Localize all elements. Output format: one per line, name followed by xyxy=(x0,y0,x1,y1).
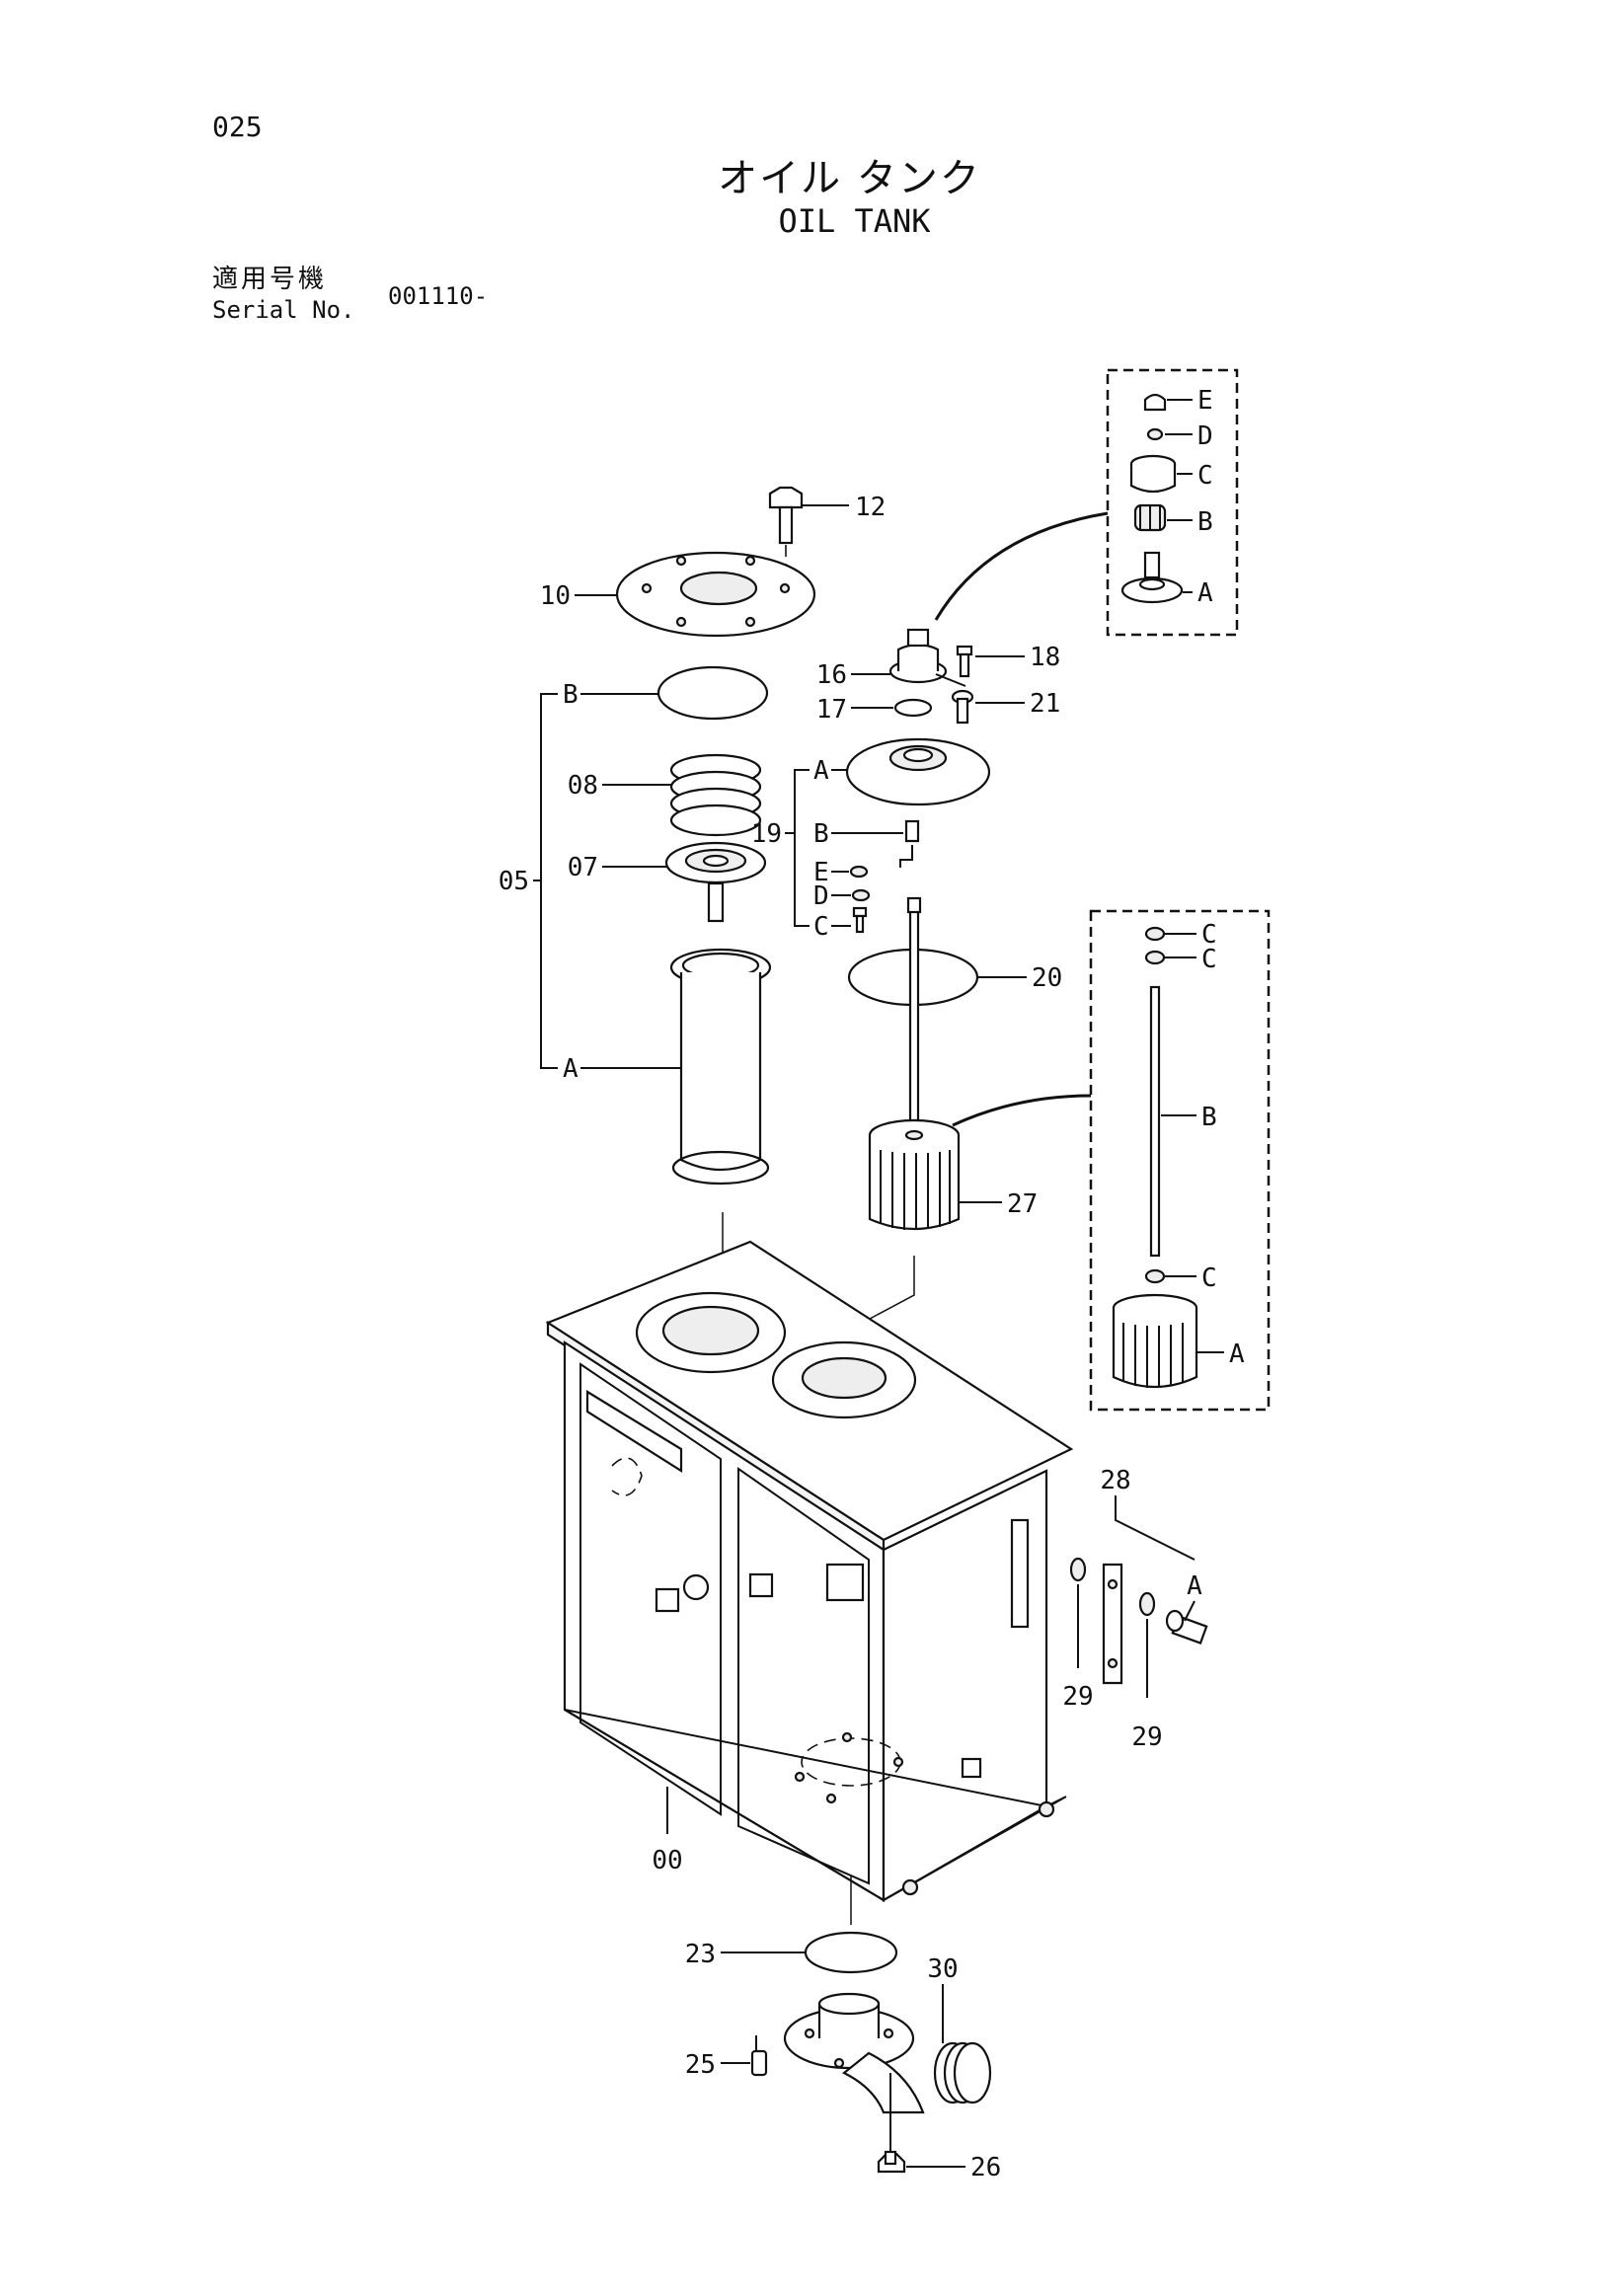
callout-25: 25 xyxy=(685,2050,716,2080)
inset-strainer-label-c1: C xyxy=(1201,920,1217,950)
part-05-filter-assembly xyxy=(533,665,772,1186)
part-19a-cover xyxy=(845,737,991,806)
inset-breather-leader xyxy=(934,511,1109,621)
callout-19-e: E xyxy=(813,858,829,887)
callout-19-d: D xyxy=(813,881,829,911)
part-19e-washer xyxy=(849,865,869,879)
serial-label-jp: 適用号機 xyxy=(212,265,328,294)
callout-08: 08 xyxy=(568,771,598,801)
part-17-o-ring xyxy=(893,698,933,718)
part-26-bolt xyxy=(877,2073,965,2174)
callout-23: 23 xyxy=(685,1940,716,1969)
callout-28: 28 xyxy=(1100,1466,1130,1495)
inset-strainer-label-b: B xyxy=(1201,1103,1217,1132)
callout-21: 21 xyxy=(1030,689,1060,719)
callout-19-b: B xyxy=(813,819,829,849)
part-21-bolt xyxy=(951,689,1025,725)
part-07-valve xyxy=(602,841,767,923)
callout-19-a: A xyxy=(813,756,829,786)
inset-breather-label-a: A xyxy=(1197,578,1213,608)
part-19b-bracket xyxy=(904,819,920,843)
callout-07: 07 xyxy=(568,853,598,882)
callout-29-a: 29 xyxy=(1062,1682,1093,1712)
part-19d-washer xyxy=(851,888,871,902)
inset-strainer-element xyxy=(1112,1308,1198,1389)
part-08-spring xyxy=(602,753,762,837)
callout-05: 05 xyxy=(499,867,529,896)
part-18-screw xyxy=(956,645,1025,678)
callout-30: 30 xyxy=(927,1954,958,1984)
callout-00: 00 xyxy=(652,1846,682,1875)
callout-05-a: A xyxy=(563,1054,579,1084)
callout-19: 19 xyxy=(751,819,782,849)
serial-label-en: Serial No. xyxy=(212,296,355,324)
callout-17: 17 xyxy=(816,695,847,725)
page-title-jp: オイル タンク xyxy=(718,156,981,201)
inset-strainer-label-c2: C xyxy=(1201,945,1217,974)
part-29-washer xyxy=(1069,1557,1156,1698)
inset-breather: E D C B A xyxy=(1106,368,1239,637)
inset-strainer: C C B C A xyxy=(1089,909,1271,1412)
inset-breather-part-d xyxy=(1146,427,1164,441)
page-number: 025 xyxy=(212,111,263,143)
part-00-tank-body xyxy=(545,1240,1074,1902)
inset-strainer-frame xyxy=(1089,909,1271,1412)
callout-10: 10 xyxy=(540,581,571,611)
inset-strainer-rod xyxy=(1149,985,1161,1258)
callout-20: 20 xyxy=(1032,963,1062,993)
part-30-suction-flange xyxy=(783,1984,992,2114)
callout-12: 12 xyxy=(855,493,886,522)
callout-29-b: 29 xyxy=(1131,1722,1162,1752)
inset-strainer-label-c3: C xyxy=(1201,1263,1217,1293)
inset-breather-part-a xyxy=(1143,551,1161,579)
inset-breather-frame xyxy=(1106,368,1239,637)
inset-breather-part-c xyxy=(1129,464,1177,494)
part-05a-filter-element xyxy=(580,948,772,1186)
part-25-plug xyxy=(721,2035,768,2077)
callout-18: 18 xyxy=(1030,643,1060,672)
inset-breather-label-c: C xyxy=(1197,461,1213,491)
part-10-cover-plate xyxy=(575,551,816,638)
inset-breather-label-d: D xyxy=(1197,421,1213,451)
part-19-cover-assembly xyxy=(785,737,991,934)
part-16-breather xyxy=(851,628,966,687)
inset-breather-part-e xyxy=(1143,393,1167,412)
callout-19-c: C xyxy=(813,912,829,942)
part-27-strainer xyxy=(868,896,1002,1231)
part-12-bolt xyxy=(768,486,849,574)
callout-28-a: A xyxy=(1187,1571,1202,1601)
callout-27: 27 xyxy=(1007,1189,1038,1219)
part-28-bracket xyxy=(1102,1495,1208,1685)
callout-16: 16 xyxy=(816,660,847,690)
inset-strainer-label-a: A xyxy=(1229,1339,1245,1369)
part-05b-o-ring xyxy=(656,665,769,721)
part-23-gasket xyxy=(804,1931,898,1974)
page-title-en: OIL TANK xyxy=(778,202,931,240)
callout-05-b: B xyxy=(563,680,579,710)
callout-26: 26 xyxy=(970,2153,1001,2182)
serial-value: 001110- xyxy=(388,282,489,310)
inset-breather-label-e: E xyxy=(1197,386,1213,416)
inset-breather-label-b: B xyxy=(1197,507,1213,537)
inset-strainer-leader xyxy=(952,1094,1092,1127)
